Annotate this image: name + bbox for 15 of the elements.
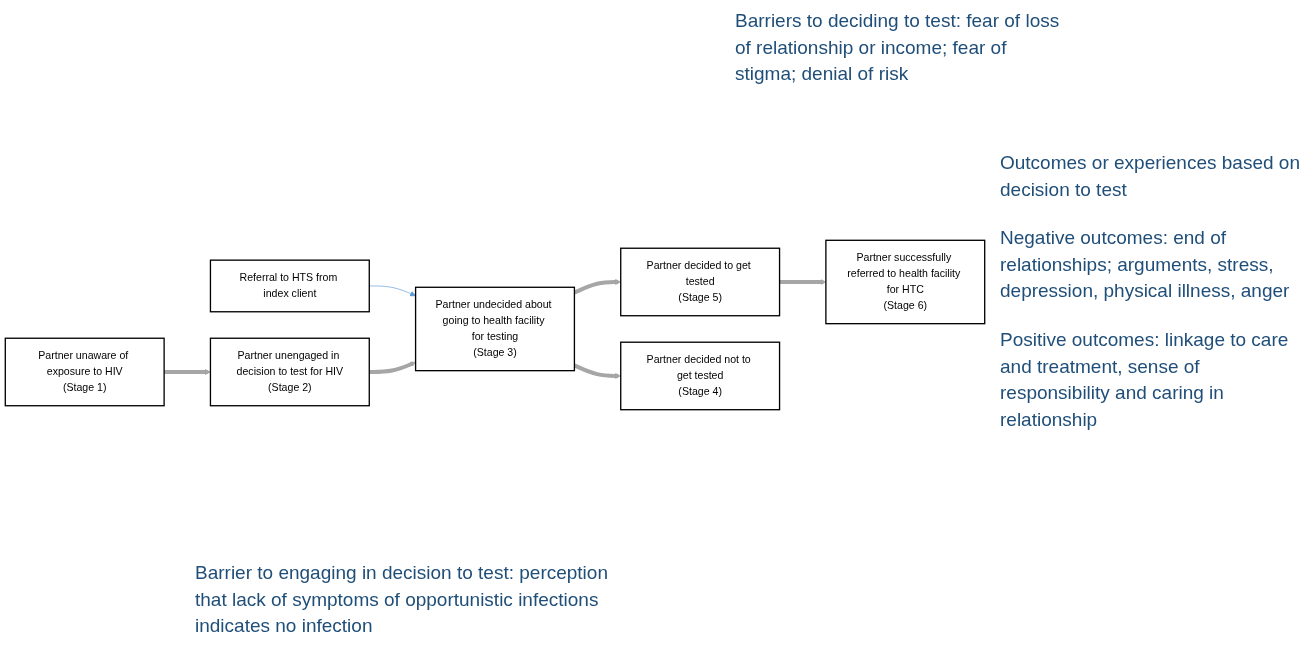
note-text: Barrier to engaging in decision to test: perception that lack of symptoms of opportunistic infections indicates no infection — [195, 561, 609, 639]
arrow — [164, 369, 211, 375]
node-box: Referral to HTS from index client — [209, 259, 370, 313]
arrow — [369, 361, 416, 374]
node-box: Partner undecided about going to health facility for testing (Stage 3) — [414, 286, 576, 372]
node-box: Partner decided not to get tested (Stage 4) — [620, 341, 781, 411]
arrow — [573, 279, 621, 295]
note-text: Outcomes or experiences based on decision to test — [1000, 151, 1300, 202]
note-text: Positive outcomes: linkage to care and treatment, sense of responsibility and caring in relationship — [1000, 327, 1290, 432]
node-box: Partner unaware of exposure to HIV (Stage 1) — [4, 337, 165, 407]
node-box: Partner unengaged in decision to test for HIV (Stage 2) — [209, 337, 370, 407]
node-box: Partner successfully referred to health facility for HTC (Stage 6) — [825, 239, 986, 325]
node-box: Partner decided to get tested (Stage 5) — [620, 247, 781, 317]
note-text: Negative outcomes: end of relationships; arguments, stress, depression, physical illness, anger — [1000, 226, 1291, 304]
note-text: Barriers to deciding to test: fear of loss of relationship or income; fear of stigma; denial of risk — [735, 9, 1061, 87]
